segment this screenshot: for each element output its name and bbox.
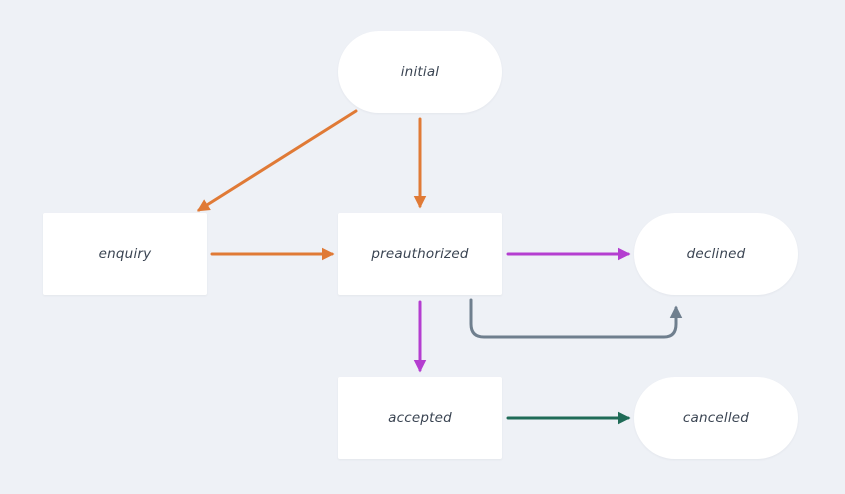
node-label-declined: declined <box>686 246 746 262</box>
node-cancelled: cancelled <box>634 377 798 459</box>
node-label-accepted: accepted <box>388 410 452 426</box>
node-label-enquiry: enquiry <box>98 246 152 262</box>
node-label-preauthorized: preauthorized <box>371 246 469 262</box>
edge-initial-to-enquiry <box>196 109 358 212</box>
node-preauthorized: preauthorized <box>338 213 502 295</box>
node-initial: initial <box>338 31 502 113</box>
node-label-cancelled: cancelled <box>682 410 750 426</box>
node-label-initial: initial <box>400 64 440 80</box>
edge-preauthorized-to-declined-loop <box>469 298 683 339</box>
node-accepted: accepted <box>338 377 502 459</box>
node-enquiry: enquiry <box>43 213 207 295</box>
node-declined: declined <box>634 213 798 295</box>
